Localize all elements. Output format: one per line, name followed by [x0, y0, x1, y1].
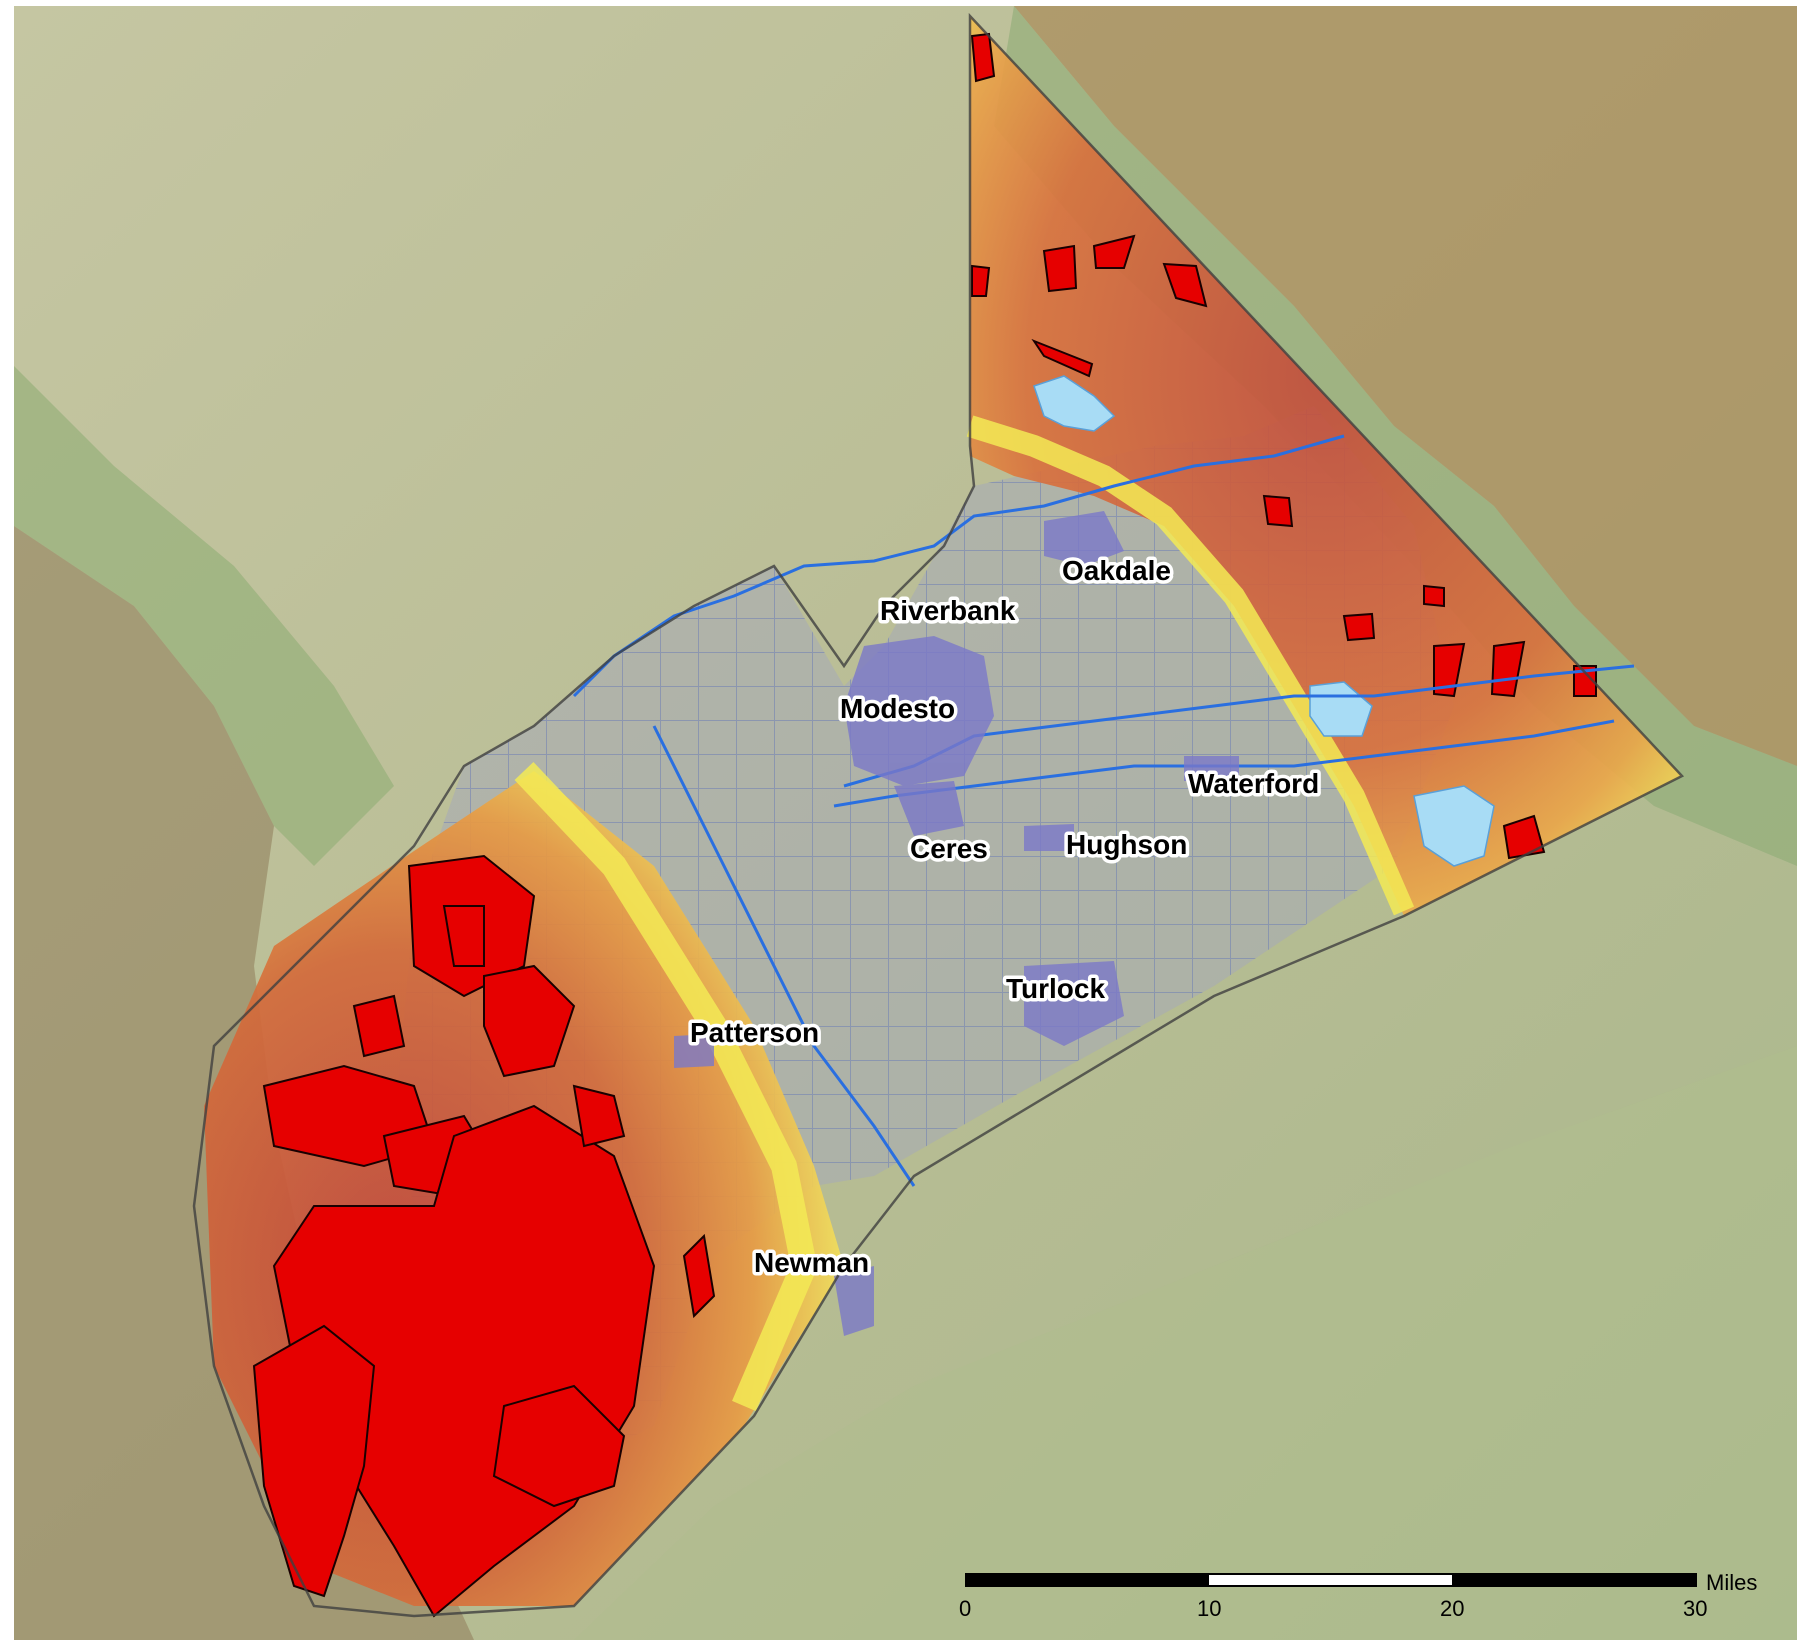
city-label-riverbank: Riverbank — [880, 595, 1016, 626]
fire-perimeters-southwest — [252, 854, 716, 1618]
scale-unit-label: Miles — [1706, 1570, 1757, 1595]
city-label-modesto: Modesto — [840, 693, 955, 724]
city-label-patterson: Patterson — [690, 1017, 819, 1048]
county-boundary — [192, 12, 1685, 1618]
city-label-ceres: Ceres — [910, 833, 988, 864]
foothills-south — [574, 1046, 1797, 1640]
fire-perimeters-northeast — [970, 32, 1597, 860]
city-label-waterford: Waterford — [1188, 768, 1319, 799]
urban-areas — [674, 511, 1239, 1336]
foothills-southwest — [14, 366, 394, 866]
scale-bar: 0 10 20 30 Miles — [959, 1570, 1757, 1621]
mountains-northeast — [1014, 6, 1797, 766]
scale-tick-0: 0 — [959, 1596, 971, 1621]
foothills-northeast — [994, 6, 1797, 866]
map-canvas: Oakdale Riverbank Modesto Waterford Cere… — [14, 6, 1797, 1640]
scale-tick-10: 10 — [1197, 1596, 1221, 1621]
scale-tick-20: 20 — [1440, 1596, 1464, 1621]
city-label-hughson: Hughson — [1066, 829, 1187, 860]
hazard-edge-northeast — [966, 415, 1415, 916]
hazard-edge-southwest — [514, 762, 818, 1412]
map-frame: Oakdale Riverbank Modesto Waterford Cere… — [14, 6, 1797, 1640]
scale-bar-segment-1 — [966, 1574, 1209, 1586]
scale-tick-30: 30 — [1683, 1596, 1707, 1621]
city-label-newman: Newman — [754, 1247, 869, 1278]
city-label-oakdale: Oakdale — [1062, 555, 1171, 586]
city-label-turlock: Turlock — [1006, 973, 1105, 1004]
scale-bar-segment-3 — [1452, 1574, 1696, 1586]
